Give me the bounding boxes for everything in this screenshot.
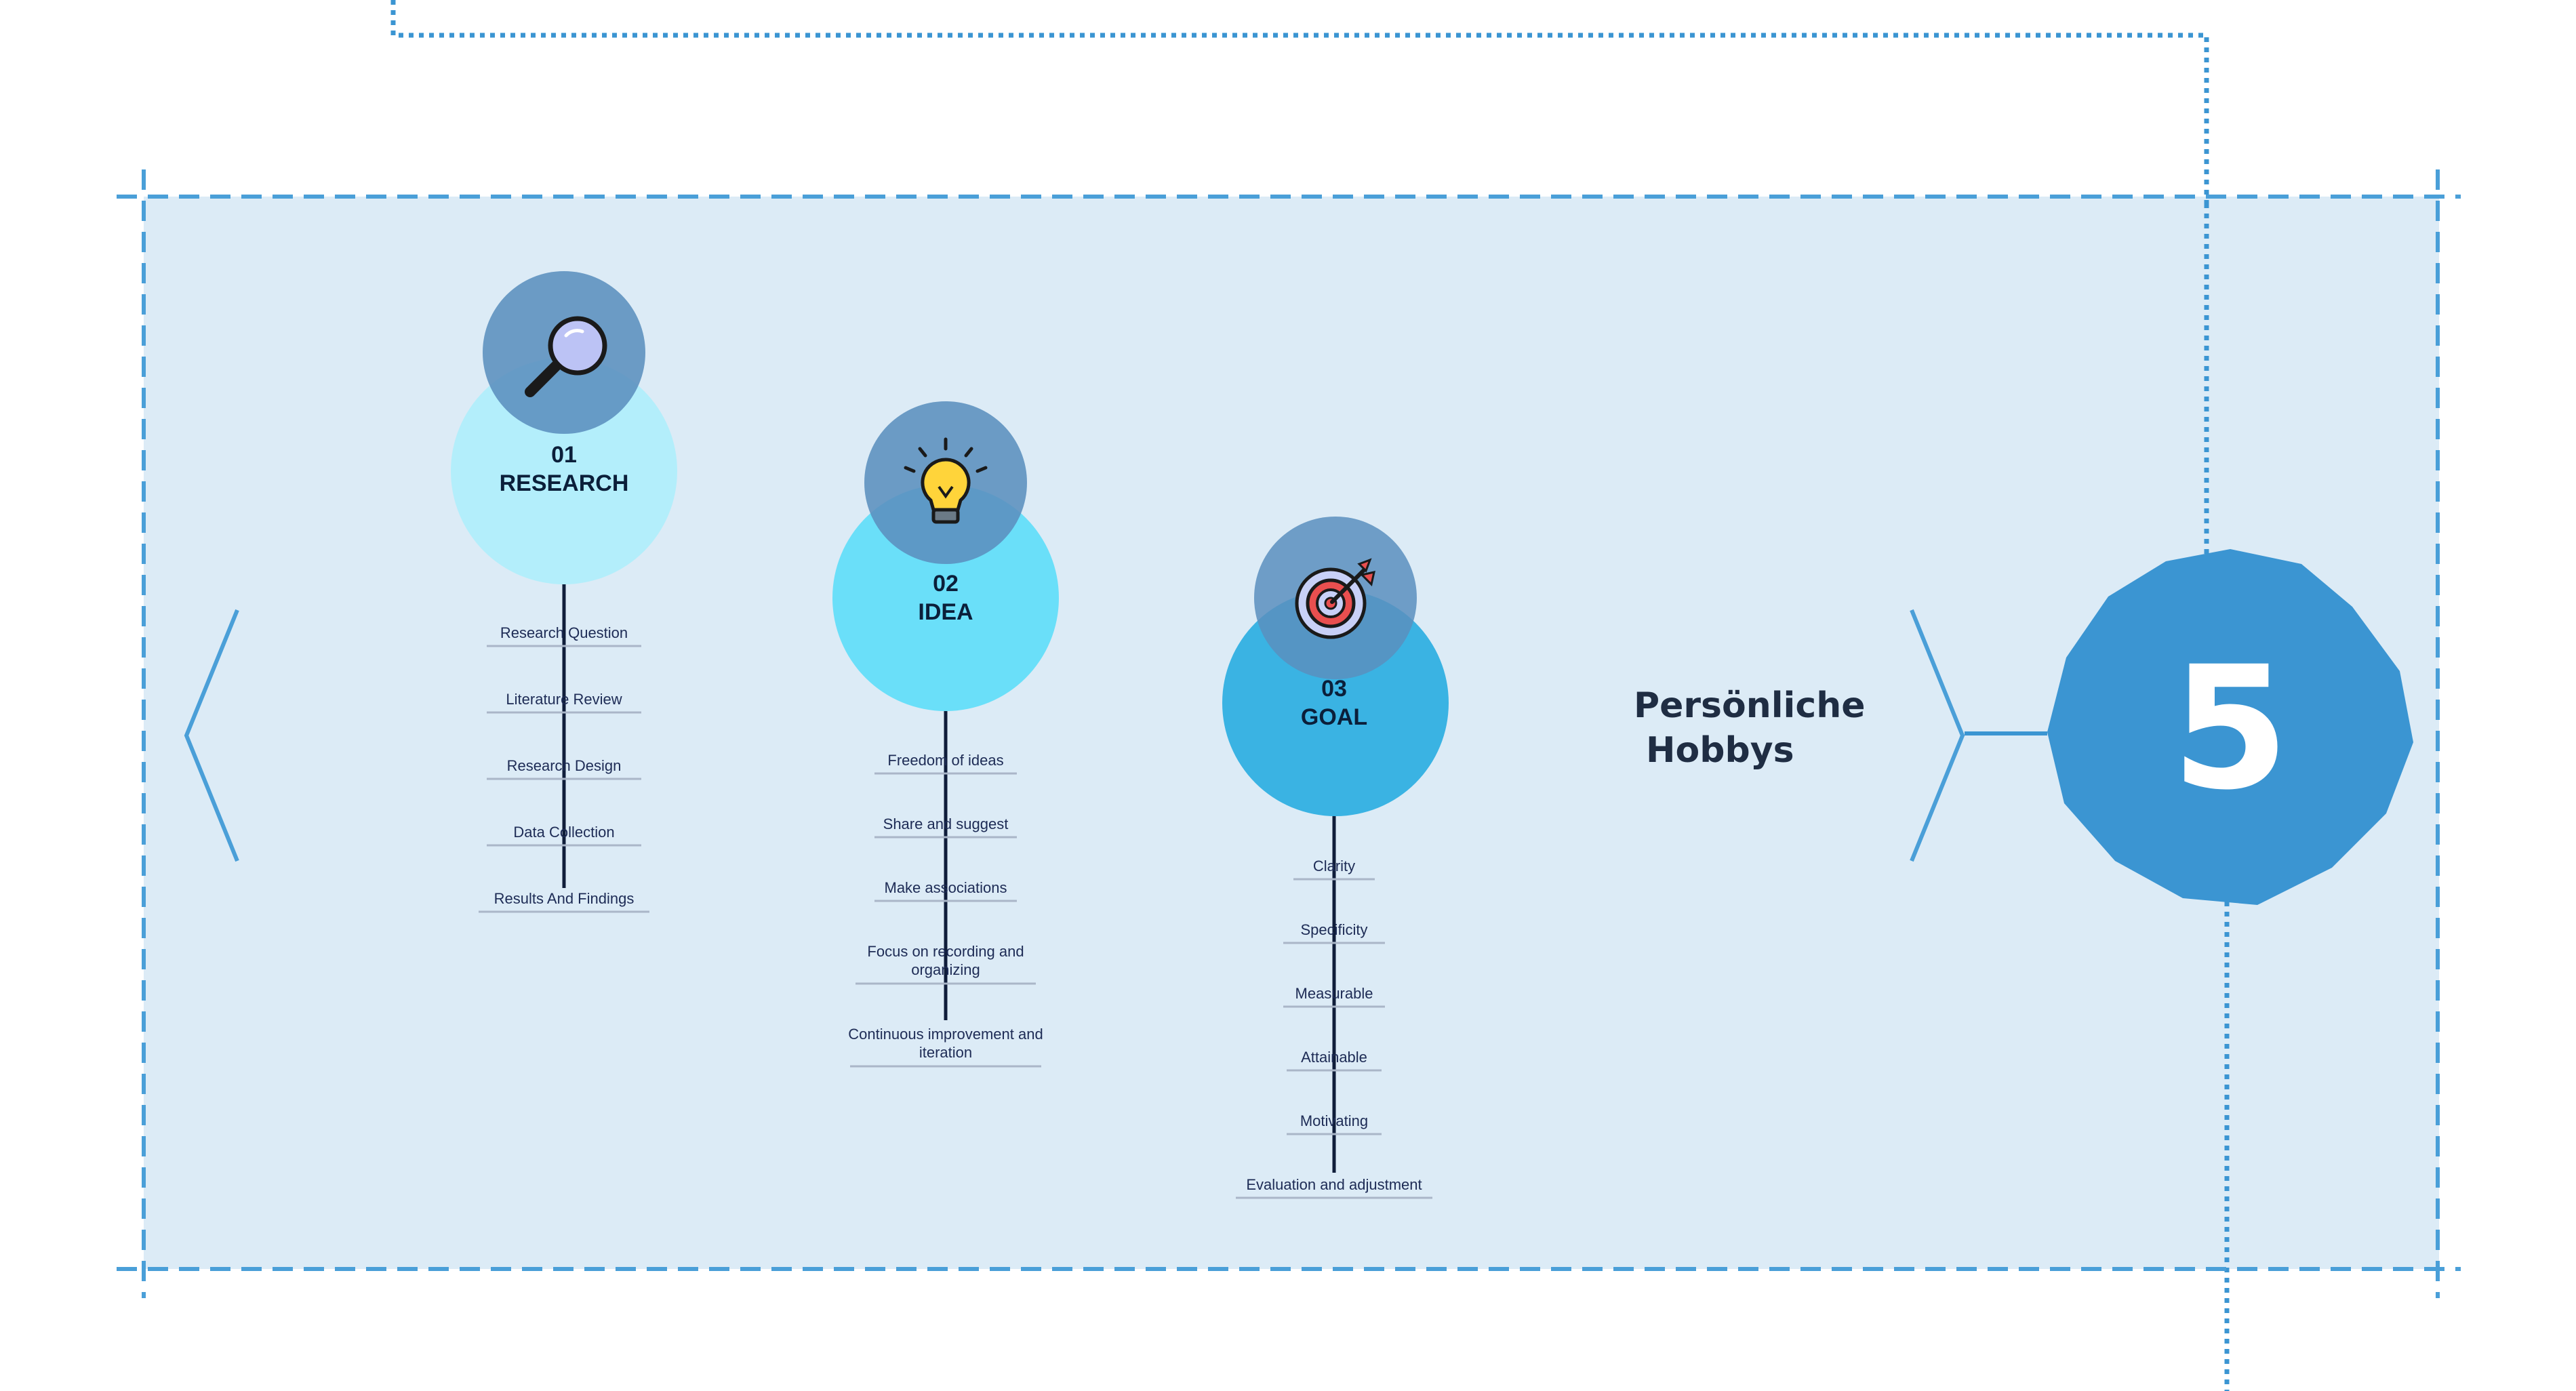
title: Persönliche Hobbys — [1634, 683, 1918, 773]
goal-label: 03 GOAL — [1222, 674, 1446, 731]
goal-item: Clarity — [1312, 858, 1356, 874]
research-item: Research Design — [506, 757, 622, 774]
number-badge[interactable] — [2034, 542, 2427, 922]
title-line-1: Persönliche — [1634, 685, 1866, 726]
top-dotted-bracket — [390, 0, 2209, 203]
research-number: 01 — [551, 442, 577, 468]
next-chevron-icon[interactable] — [1898, 603, 1973, 868]
idea-item: Focus on recording and organizing — [867, 943, 1024, 978]
goal-item: Attainable — [1301, 1049, 1367, 1066]
goal-node[interactable] — [1217, 515, 1454, 834]
goal-item: Evaluation and adjustment — [1246, 1176, 1422, 1193]
research-title: RESEARCH — [499, 470, 629, 496]
research-node[interactable] — [447, 271, 685, 590]
idea-item: Make associations — [884, 879, 1007, 896]
idea-item: Continuous improvement and iteration — [848, 1026, 1043, 1061]
research-item: Literature Review — [506, 691, 622, 708]
lightbulb-icon — [904, 437, 988, 524]
idea-item: Freedom of ideas — [887, 752, 1004, 769]
goal-item: Motivating — [1300, 1112, 1369, 1129]
idea-title: IDEA — [918, 599, 973, 625]
research-item: Research Question — [500, 624, 628, 641]
idea-item: Share and suggest — [883, 815, 1009, 832]
prev-chevron-icon[interactable] — [176, 603, 251, 868]
idea-label: 02 IDEA — [834, 569, 1058, 626]
research-label: 01 RESEARCH — [452, 441, 676, 498]
title-line-2: Hobbys — [1646, 730, 1794, 771]
goal-item: Specificity — [1300, 921, 1368, 938]
research-item: Data Collection — [513, 824, 615, 841]
badge-number: 5 — [2171, 630, 2289, 827]
idea-number: 02 — [933, 571, 959, 597]
target-icon — [1295, 558, 1375, 639]
goal-number: 03 — [1321, 676, 1347, 702]
magnifier-icon — [525, 316, 607, 397]
research-item: Results And Findings — [494, 890, 635, 907]
goal-item: Measurable — [1295, 985, 1373, 1002]
stems — [562, 582, 1336, 1173]
goal-title: GOAL — [1300, 704, 1368, 730]
idea-node[interactable] — [827, 400, 1064, 719]
